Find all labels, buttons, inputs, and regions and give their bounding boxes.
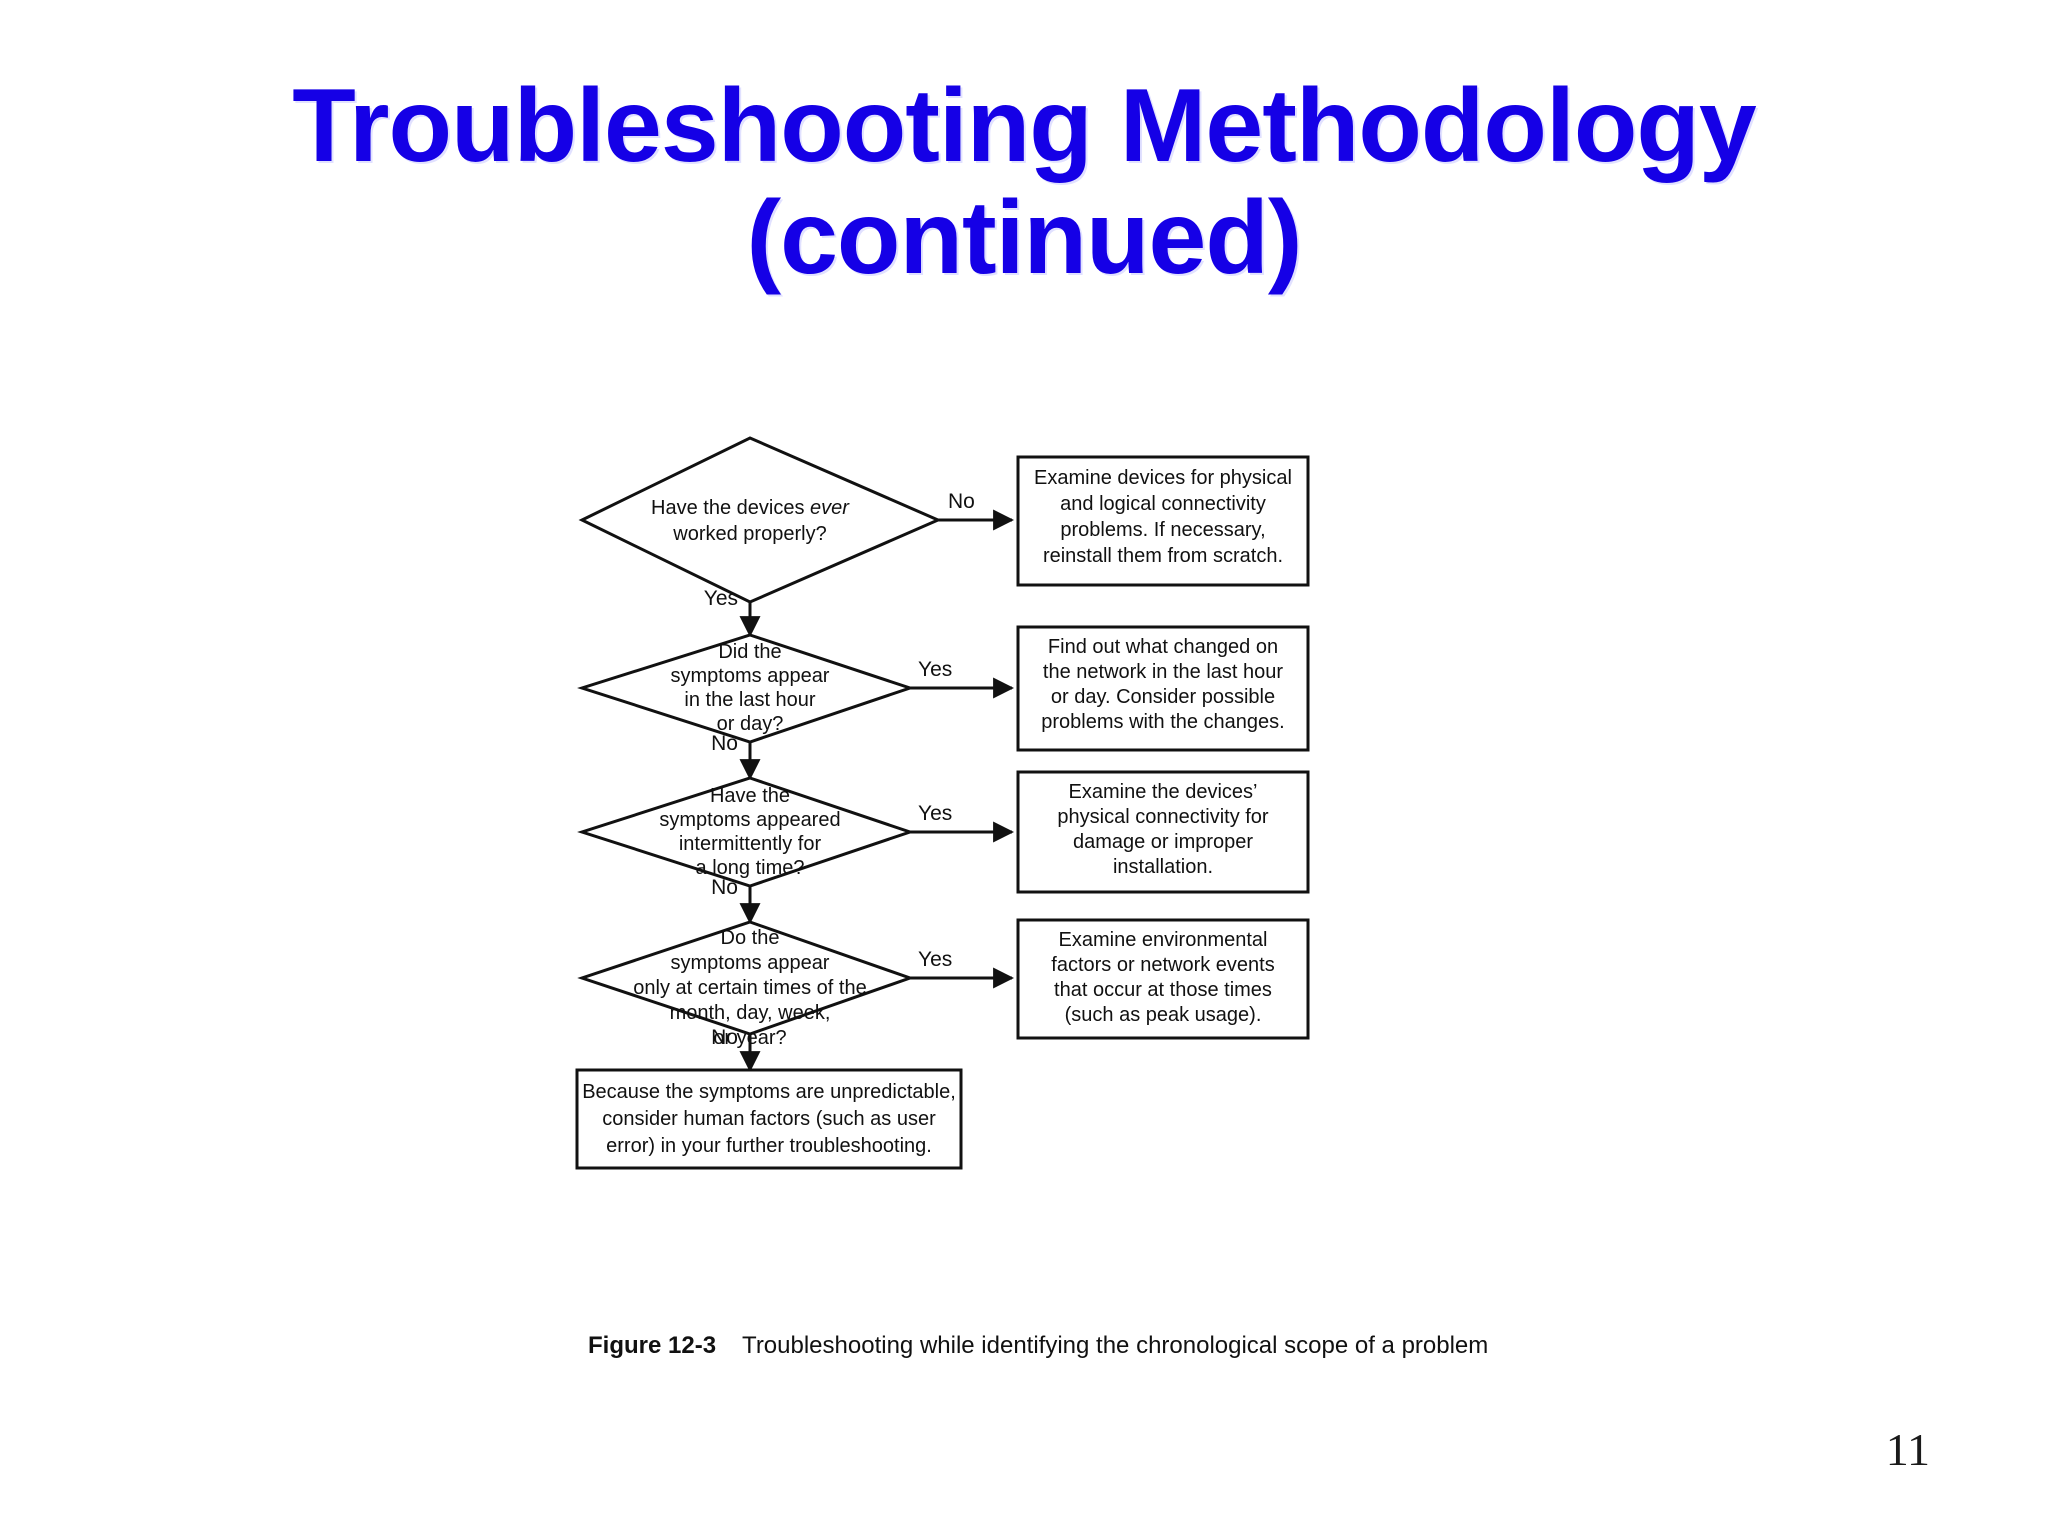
action-a3-line-3: damage or improper [1073, 831, 1253, 853]
figure-caption: Figure 12-3 Troubleshooting while identif… [588, 1332, 1888, 1360]
action-a2-line-4: problems with the changes. [1041, 711, 1284, 733]
action-a1-line-2: and logical connectivity [1060, 493, 1266, 515]
page-number: 11 [1885, 1424, 1930, 1475]
decision-d2-line-1: Did the [718, 641, 781, 663]
decision-d1-text-part-1: Have the devices [651, 497, 810, 519]
flowchart-figure: Have the devices ever worked properly? N… [560, 430, 1360, 1360]
decision-d4-line-2: symptoms appear [671, 952, 830, 974]
action-node-a1 [1016, 455, 1310, 587]
action-node-a2 [1016, 625, 1310, 752]
page-title-line-1: Troubleshooting Methodology [292, 68, 1756, 184]
decision-d2-line-3: in the last hour [684, 689, 816, 711]
decision-d4-line-1: Do the [721, 927, 780, 949]
action-a4-line-4: (such as peak usage). [1065, 1004, 1262, 1026]
action-node-a3 [1016, 770, 1310, 894]
figure-caption-label: Figure 12-3 [588, 1332, 717, 1359]
page-title: Troubleshooting Methodology (continued) [0, 70, 2048, 295]
decision-d2-line-4: or day? [717, 713, 784, 735]
edge-label-d1-yes: Yes [704, 587, 738, 610]
action-a4-line-3: that occur at those times [1054, 979, 1272, 1001]
edge-label-d2-yes: Yes [918, 658, 952, 681]
edge-label-d2-no: No [711, 732, 738, 755]
decision-d3-line-2: symptoms appeared [659, 809, 840, 831]
terminal-t1-line-3: error) in your further troubleshooting. [606, 1135, 932, 1157]
decision-d2-line-2: symptoms appear [671, 665, 830, 687]
decision-d1-line-2: worked properly? [672, 523, 826, 545]
action-a2-line-1: Find out what changed on [1048, 636, 1278, 658]
action-a2-line-2: the network in the last hour [1043, 661, 1283, 683]
action-node-a4 [1016, 918, 1310, 1040]
decision-d1-line-1: Have the devices ever [651, 497, 850, 519]
action-a3-line-4: installation. [1113, 856, 1213, 878]
decision-d4-line-4: month, day, week, [670, 1002, 831, 1024]
decision-d3-line-3: intermittently for [679, 833, 822, 855]
decision-node-d1 [578, 436, 942, 604]
action-a4-line-1: Examine environmental [1059, 929, 1268, 951]
edge-label-d1-no: No [948, 490, 975, 513]
action-a1-line-4: reinstall them from scratch. [1043, 545, 1283, 567]
figure-caption-text: Troubleshooting while identifying the ch… [742, 1332, 1489, 1359]
edge-label-d4-no: No [711, 1026, 738, 1049]
action-a2-line-3: or day. Consider possible [1051, 686, 1275, 708]
edge-label-d3-yes: Yes [918, 802, 952, 825]
action-a4-line-2: factors or network events [1051, 954, 1274, 976]
edge-label-d4-yes: Yes [918, 948, 952, 971]
decision-d1-emphasis: ever [810, 497, 850, 519]
action-a1-line-3: problems. If necessary, [1060, 519, 1265, 541]
decision-d3-line-1: Have the [710, 785, 790, 807]
edge-label-d3-no: No [711, 876, 738, 899]
action-a1-line-1: Examine devices for physical [1034, 467, 1292, 489]
flowchart-svg: Have the devices ever worked properly? N… [575, 436, 1310, 1170]
action-a3-line-2: physical connectivity for [1057, 806, 1269, 828]
page-title-line-2: (continued) [746, 180, 1302, 297]
terminal-t1-line-2: consider human factors (such as user [602, 1108, 936, 1130]
action-a3-line-1: Examine the devices’ [1069, 781, 1258, 803]
decision-d4-line-3: only at certain times of the [633, 977, 866, 999]
decision-d3-line-4: a long time? [696, 857, 805, 879]
terminal-t1-line-1: Because the symptoms are unpredictable, [582, 1081, 956, 1103]
terminal-node-t1 [575, 1068, 963, 1170]
